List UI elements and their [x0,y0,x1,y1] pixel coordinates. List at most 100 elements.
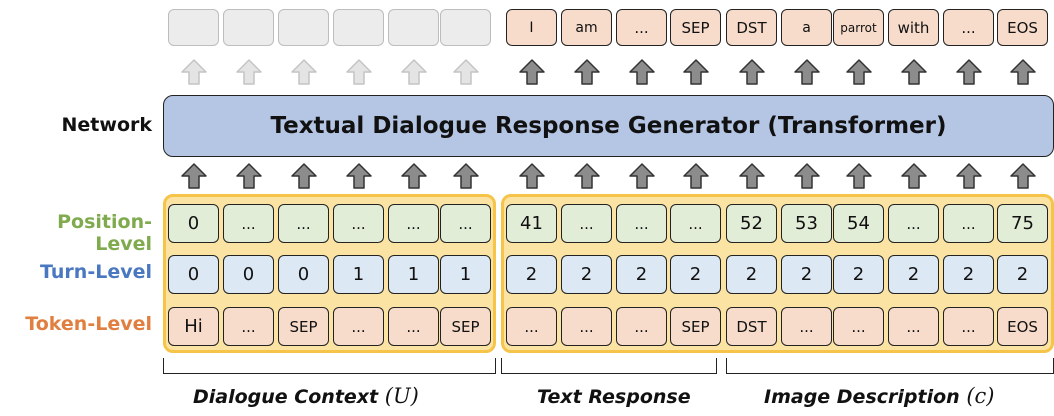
up-arrow-icon [845,163,872,189]
image-description-bracket [726,358,1054,374]
output-context-placeholder [388,9,439,46]
turn-embedding-box: 0 [223,255,274,294]
up-arrow-icon [900,59,927,85]
token-embedding-box: ... [888,307,939,346]
output-token: with [888,9,939,46]
token-embedding-box: SEP [440,307,491,346]
faded-up-arrow-icon [180,59,207,85]
faded-up-arrow-icon [400,59,427,85]
token-embedding-box: ... [943,307,994,346]
position-embedding-box: 53 [781,204,832,243]
up-arrow-icon [235,163,262,189]
up-arrow-icon [518,163,545,189]
token-embedding-box: SEP [278,307,329,346]
turn-level-label: Turn-Level [40,261,152,283]
up-arrow-icon [682,163,709,189]
turn-embedding-box: 0 [278,255,329,294]
position-embedding-box: ... [440,204,491,243]
faded-up-arrow-icon [452,59,479,85]
context-caption: Dialogue Context (U) [193,384,419,408]
output-token: DST [726,9,777,46]
output-token: parrot [833,9,884,46]
token-embedding-box: ... [616,307,667,346]
output-token: am [561,9,612,46]
turn-embedding-box: 2 [888,255,939,294]
output-context-placeholder [333,9,384,46]
up-arrow-icon [452,163,479,189]
position-embedding-box: ... [561,204,612,243]
network-row-label: Network [61,114,152,136]
token-embedding-box: EOS [997,307,1048,346]
token-embedding-box: Hi [168,307,219,346]
up-arrow-icon [738,59,765,85]
turn-embedding-box: 1 [440,255,491,294]
position-embedding-box: ... [943,204,994,243]
turn-embedding-box: 2 [997,255,1048,294]
up-arrow-icon [793,59,820,85]
turn-embedding-box: 2 [561,255,612,294]
turn-embedding-box: 0 [168,255,219,294]
up-arrow-icon [1009,163,1036,189]
position-embedding-box: ... [670,204,721,243]
output-token: ... [943,9,994,46]
turn-embedding-box: 2 [726,255,777,294]
turn-embedding-box: 2 [670,255,721,294]
output-context-placeholder [440,9,491,46]
output-token: ... [616,9,667,46]
token-embedding-box: DST [726,307,777,346]
turn-embedding-box: 2 [781,255,832,294]
up-arrow-icon [573,163,600,189]
up-arrow-icon [955,59,982,85]
up-arrow-icon [955,163,982,189]
up-arrow-icon [738,163,765,189]
network-transformer-block: Textual Dialogue Response Generator (Tra… [163,95,1054,157]
up-arrow-icon [180,163,207,189]
position-embedding-box: 75 [997,204,1048,243]
output-context-placeholder [168,9,219,46]
token-embedding-box: ... [833,307,884,346]
up-arrow-icon [628,59,655,85]
up-arrow-icon [845,59,872,85]
output-token: I [506,9,557,46]
output-context-placeholder [223,9,274,46]
image-description-caption: Image Description (c) [764,384,995,408]
output-token: a [781,9,832,46]
position-embedding-box: ... [888,204,939,243]
turn-embedding-box: 2 [506,255,557,294]
position-embedding-box: 41 [506,204,557,243]
position-embedding-box: 54 [833,204,884,243]
token-embedding-box: ... [561,307,612,346]
turn-embedding-box: 2 [616,255,667,294]
turn-embedding-box: 1 [333,255,384,294]
position-embedding-box: ... [223,204,274,243]
up-arrow-icon [573,59,600,85]
position-level-label: Position-Level [57,211,152,255]
token-embedding-box: ... [223,307,274,346]
token-embedding-box: ... [388,307,439,346]
turn-embedding-box: 2 [833,255,884,294]
token-embedding-box: SEP [670,307,721,346]
position-embedding-box: 0 [168,204,219,243]
up-arrow-icon [290,163,317,189]
faded-up-arrow-icon [235,59,262,85]
position-embedding-box: 52 [726,204,777,243]
response-bracket [501,358,717,374]
context-symbol: (U) [384,384,419,408]
position-embedding-box: ... [616,204,667,243]
network-title: Textual Dialogue Response Generator (Tra… [270,113,947,139]
token-level-label: Token-Level [25,313,152,335]
image-symbol: (c) [966,384,995,408]
turn-embedding-box: 1 [388,255,439,294]
faded-up-arrow-icon [345,59,372,85]
up-arrow-icon [900,163,927,189]
token-embedding-box: ... [506,307,557,346]
position-embedding-box: ... [278,204,329,243]
output-token: EOS [997,9,1048,46]
position-embedding-box: ... [333,204,384,243]
up-arrow-icon [400,163,427,189]
up-arrow-icon [1009,59,1036,85]
up-arrow-icon [682,59,709,85]
up-arrow-icon [345,163,372,189]
context-bracket [163,358,496,374]
